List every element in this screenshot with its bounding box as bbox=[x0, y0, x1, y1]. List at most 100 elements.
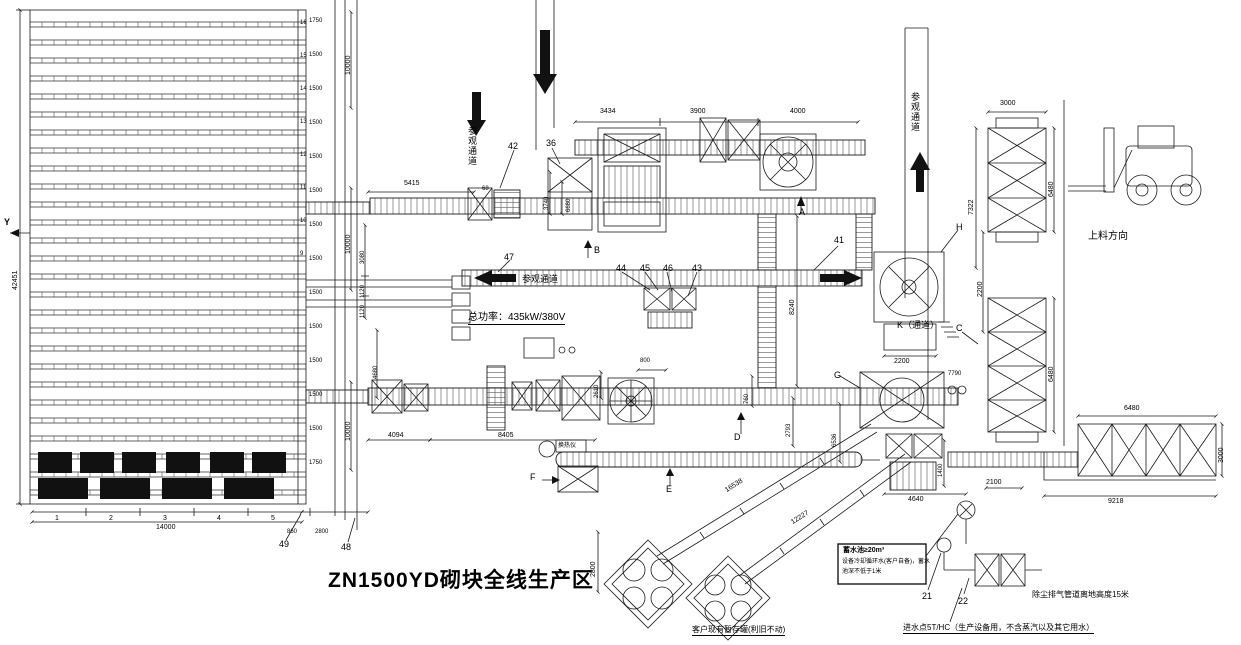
dim-3434: 3434 bbox=[600, 108, 616, 115]
bay-number: 1 bbox=[55, 515, 59, 522]
dim-2100: 2100 bbox=[986, 479, 1002, 486]
screw-conveyor-area bbox=[538, 439, 880, 493]
left-corridor bbox=[334, 0, 379, 530]
callout-44: 44 bbox=[616, 263, 627, 273]
main-production-line bbox=[305, 365, 967, 464]
rack-row-number: 14 bbox=[300, 86, 307, 92]
rack-row-dim: 1750 bbox=[309, 18, 323, 24]
dim-3740: 3740 bbox=[544, 196, 550, 210]
rack-row-dim: 1500 bbox=[309, 426, 323, 432]
dim-6480-top: 6480 bbox=[1048, 181, 1055, 197]
dim-2793: 2793 bbox=[786, 423, 792, 437]
dim-4000: 4000 bbox=[790, 108, 806, 115]
rack-row-number: 9 bbox=[300, 251, 304, 257]
visitor-passage-mid-label: 参观通道 bbox=[522, 274, 559, 284]
dim-9218: 9218 bbox=[1108, 498, 1124, 505]
callout-48: 48 bbox=[341, 542, 352, 552]
dim-14000: 14000 bbox=[156, 524, 176, 531]
existing-tanks bbox=[603, 539, 771, 641]
dim-760: 760 bbox=[744, 393, 750, 404]
curing-rack-area bbox=[10, 8, 370, 543]
bay-number: 5 bbox=[271, 515, 275, 522]
axis-y-label: Y bbox=[4, 217, 11, 227]
section-h-label: H bbox=[956, 222, 963, 232]
top-production-line bbox=[305, 0, 876, 233]
bottom-right-rack bbox=[1042, 414, 1224, 498]
dim-68: 68 bbox=[482, 186, 489, 192]
dim-6480-mid: 6480 bbox=[1048, 366, 1055, 382]
right-storage-towers bbox=[974, 100, 1065, 446]
rack-row-dim: 1500 bbox=[309, 188, 323, 194]
diagonal-belts bbox=[596, 423, 912, 594]
section-g-label: G bbox=[834, 370, 842, 380]
dim-800: 800 bbox=[640, 358, 651, 364]
forklift bbox=[1068, 125, 1202, 206]
dim-4640: 4640 bbox=[908, 496, 924, 503]
dust-pipe-note: 除尘排气管道离地高度15米 bbox=[1032, 590, 1129, 599]
section-c-label: C bbox=[956, 323, 963, 333]
rack-row-number: 10 bbox=[300, 218, 307, 224]
callout-47: 47 bbox=[504, 252, 515, 262]
section-e-label: E bbox=[666, 484, 673, 494]
rack-row-number: 13 bbox=[300, 119, 307, 125]
rack-row-dim: 1500 bbox=[309, 324, 323, 330]
rack-row-number: 16 bbox=[300, 20, 307, 26]
power-rating-label: 总功率：435kW/380V bbox=[468, 312, 566, 325]
water-tank-note-line2: 设备冷却循环水(客户自备)，蓄水 bbox=[842, 559, 930, 565]
rack-row-dim: 1500 bbox=[309, 290, 323, 296]
existing-tanks-note: 客户现有暂存罐(利旧不动) bbox=[692, 625, 786, 636]
k-passage-label: K（通道） bbox=[897, 320, 940, 330]
loading-direction-label: 上料方向 bbox=[1088, 231, 1128, 242]
dim-10000-low: 10000 bbox=[345, 421, 352, 441]
callout-42: 42 bbox=[508, 141, 519, 151]
section-f-label: F bbox=[530, 472, 536, 482]
heat-exchanger-label: 换热仪 bbox=[558, 443, 577, 449]
dim-6680: 6680 bbox=[566, 198, 572, 212]
dim-6536: 6536 bbox=[832, 433, 838, 447]
section-d-label: D bbox=[734, 432, 741, 442]
section-a-label: A bbox=[799, 207, 806, 217]
dim-5415: 5415 bbox=[404, 180, 420, 187]
drawing-title: ZN1500YD砌块全线生产区 bbox=[328, 569, 594, 592]
dim-860: 860 bbox=[287, 529, 298, 535]
dim-2200-mixer: 2200 bbox=[894, 358, 910, 365]
callout-43: 43 bbox=[692, 263, 703, 273]
rack-row-dim: 1750 bbox=[309, 460, 323, 466]
dim-3080: 3080 bbox=[360, 250, 366, 264]
middle-conveyor bbox=[306, 196, 873, 389]
visitor-passage-right-label: 参观通道 bbox=[910, 92, 920, 132]
callout-45: 45 bbox=[640, 263, 651, 273]
bay-number: 2 bbox=[109, 515, 113, 522]
callout-22: 22 bbox=[958, 596, 969, 606]
right-process-complex bbox=[837, 229, 1079, 623]
dim-8240: 8240 bbox=[789, 299, 796, 315]
bay-number: 4 bbox=[217, 515, 221, 522]
dim-2800-left: 2800 bbox=[315, 529, 329, 535]
rack-row-dim: 1500 bbox=[309, 120, 323, 126]
dim-1120-b: 1120 bbox=[360, 305, 366, 318]
dim-3000-bottom: 3000 bbox=[1218, 447, 1225, 463]
dim-8405: 8405 bbox=[498, 432, 514, 439]
dim-3000-top: 3000 bbox=[1000, 100, 1016, 107]
dim-4094: 4094 bbox=[388, 432, 404, 439]
section-b-label: B bbox=[594, 245, 601, 255]
callout-49: 49 bbox=[279, 539, 290, 549]
callout-21: 21 bbox=[922, 591, 933, 601]
dim-1120-a: 1120 bbox=[360, 285, 366, 298]
rack-row-dim: 1500 bbox=[309, 256, 323, 262]
callout-46: 46 bbox=[663, 263, 674, 273]
rack-row-number: 15 bbox=[300, 53, 307, 59]
rack-row-number: 11 bbox=[300, 185, 307, 191]
pallet-blocks bbox=[38, 452, 286, 499]
dim-3900: 3900 bbox=[690, 108, 706, 115]
water-inlet-note: 进水点5T/HC（生产设备用，不含蒸汽以及其它用水） bbox=[903, 623, 1095, 634]
dim-7790: 7790 bbox=[948, 371, 962, 377]
rack-row-dim: 1500 bbox=[309, 222, 323, 228]
rack-row-number: 12 bbox=[300, 152, 307, 158]
rack-row-dim: 1500 bbox=[309, 154, 323, 160]
dim-42451: 42451 bbox=[12, 270, 19, 290]
dim-10000-top: 10000 bbox=[345, 55, 352, 75]
dim-4680: 4680 bbox=[373, 365, 379, 379]
